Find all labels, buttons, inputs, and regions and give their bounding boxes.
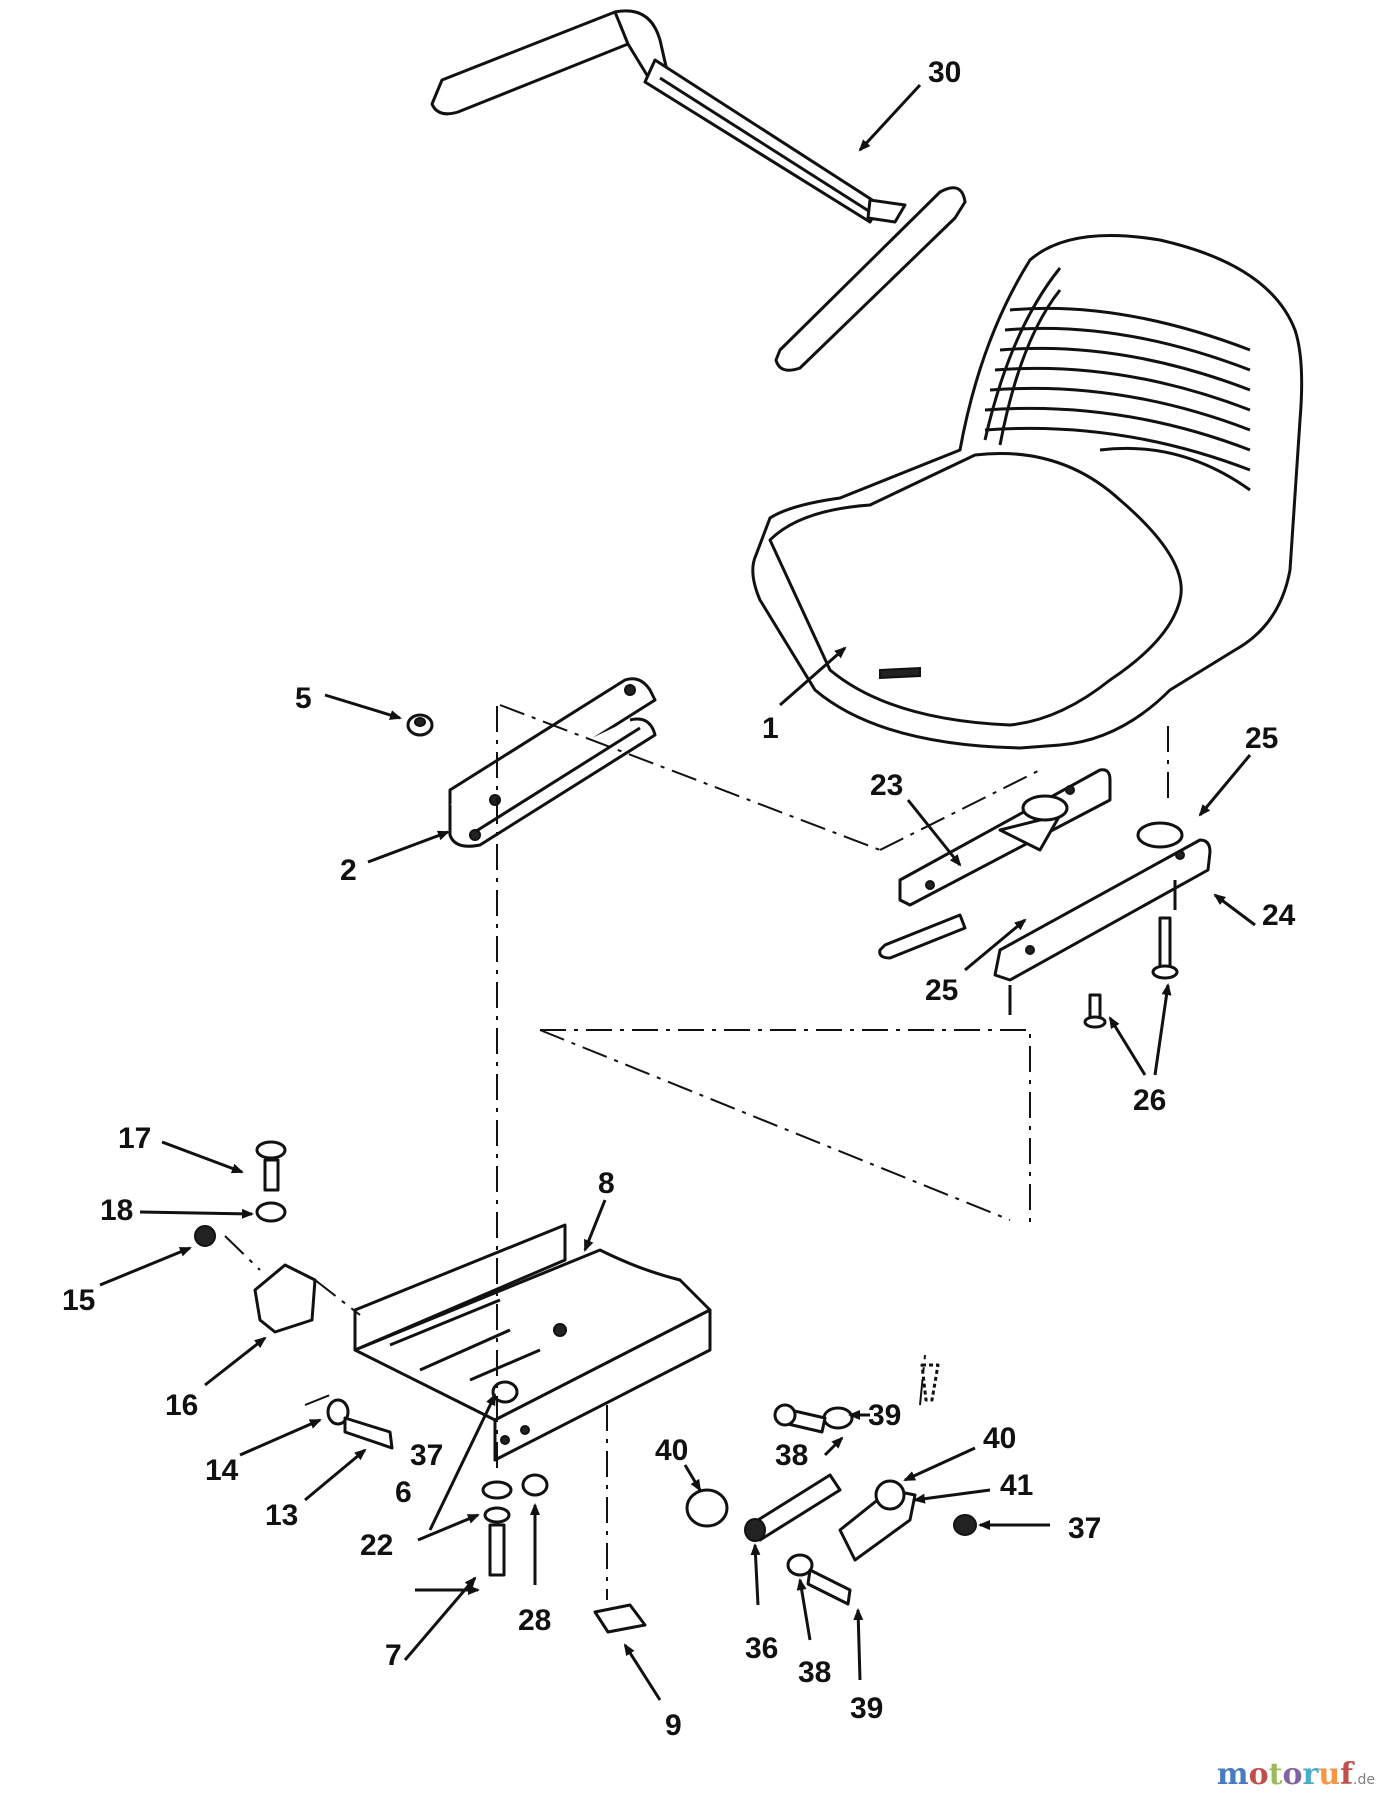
shock-absorber-assembly <box>685 1363 977 1606</box>
callout-24: 24 <box>1262 899 1296 932</box>
callout-40-right: 40 <box>983 1422 1016 1455</box>
callout-15: 15 <box>62 1284 95 1317</box>
base-hardware <box>326 1380 647 1634</box>
seat-pan-8 <box>353 1223 712 1462</box>
leader-arrows <box>99 83 1256 1701</box>
callout-17: 17 <box>118 1122 151 1155</box>
construction-lines <box>224 704 1169 1600</box>
callout-22: 22 <box>360 1529 393 1562</box>
callout-39-bottom: 39 <box>850 1692 883 1725</box>
armrest-assembly <box>430 9 967 372</box>
callout-8: 8 <box>598 1167 615 1200</box>
bracket-16 <box>194 1140 317 1334</box>
callout-9: 9 <box>665 1709 682 1742</box>
watermark-letter-f: f <box>1340 1757 1354 1792</box>
callout-38-top: 38 <box>775 1439 808 1472</box>
callout-37-right: 37 <box>1068 1512 1101 1545</box>
callout-7: 7 <box>385 1639 402 1672</box>
callout-23: 23 <box>870 769 903 802</box>
callout-37-left: 37 <box>410 1439 443 1472</box>
callout-labels: 30 1 5 2 23 25 25 24 26 17 18 15 8 16 14… <box>62 56 1296 1742</box>
callout-16: 16 <box>165 1389 198 1422</box>
watermark-letter-o1: o <box>1248 1757 1269 1792</box>
nut-5 <box>406 713 434 737</box>
slide-rail-24 <box>993 838 1212 1015</box>
callout-5: 5 <box>295 682 312 715</box>
watermark-letter-o2: o <box>1282 1757 1303 1792</box>
motoruf-watermark: motoruf.de <box>1217 1757 1375 1792</box>
watermark-letter-r: r <box>1302 1757 1319 1792</box>
slide-rail-left <box>448 677 657 848</box>
callout-39-top: 39 <box>868 1399 901 1432</box>
callout-41: 41 <box>1000 1469 1033 1502</box>
callout-36: 36 <box>745 1632 778 1665</box>
callout-14: 14 <box>205 1454 239 1487</box>
callout-13: 13 <box>265 1499 298 1532</box>
washers-25 <box>1021 794 1184 849</box>
watermark-suffix: .de <box>1353 1772 1375 1788</box>
callout-6: 6 <box>395 1476 412 1509</box>
callout-18: 18 <box>100 1194 133 1227</box>
callout-40-left: 40 <box>655 1434 688 1467</box>
callout-1: 1 <box>762 712 779 745</box>
watermark-letter-m: m <box>1216 1757 1249 1792</box>
callout-2: 2 <box>340 854 357 887</box>
bolts-26 <box>1083 916 1179 1029</box>
callout-30: 30 <box>928 56 961 89</box>
watermark-letter-u: u <box>1318 1757 1341 1792</box>
callout-28: 28 <box>518 1604 551 1637</box>
seat <box>751 234 1304 750</box>
watermark-letter-t: t <box>1268 1757 1283 1792</box>
callout-26: 26 <box>1133 1084 1166 1117</box>
callout-38-bottom: 38 <box>798 1656 831 1689</box>
callout-25-top: 25 <box>1245 722 1278 755</box>
callout-25-bottom: 25 <box>925 974 958 1007</box>
